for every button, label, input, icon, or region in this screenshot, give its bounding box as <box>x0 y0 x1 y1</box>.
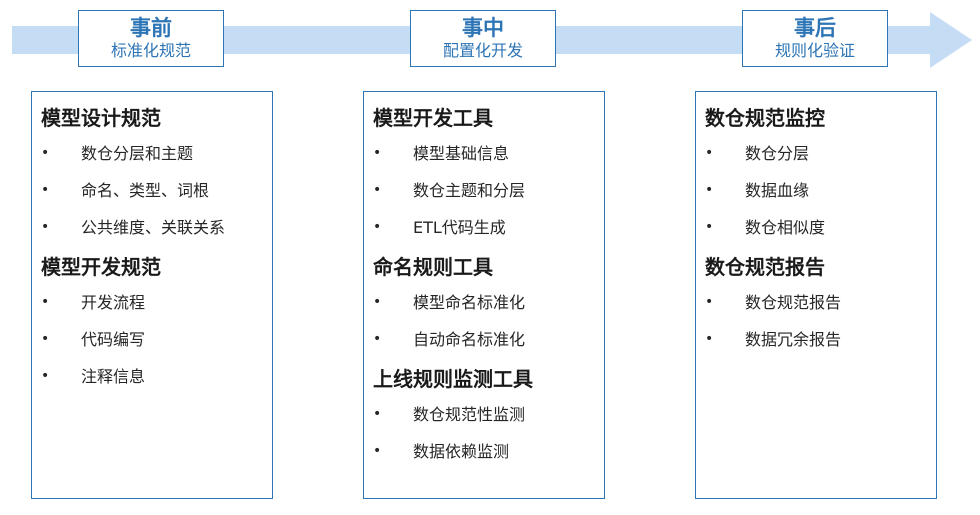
phase-title: 事后 <box>794 16 836 40</box>
item-text: 公共维度、关联关系 <box>81 218 226 237</box>
bullet-icon: • <box>373 145 382 161</box>
item-text: 开发流程 <box>81 293 146 312</box>
phase-before: 事前 标准化规范 <box>78 10 224 67</box>
bullet-icon: • <box>373 331 382 347</box>
list-item: • 公共维度、关联关系 <box>41 209 272 246</box>
section-model-dev-spec: 模型开发规范 • 开发流程 • 代码编写 • 注释信息 <box>41 250 272 395</box>
item-list: • 数仓分层 • 数据血缘 • 数仓相似度 <box>705 135 936 246</box>
bullet-icon: • <box>373 182 382 198</box>
item-text: 数仓相似度 <box>745 218 826 237</box>
item-text: 代码编写 <box>81 330 146 349</box>
item-text: 注释信息 <box>81 367 146 386</box>
list-item: • 命名、类型、词根 <box>41 172 272 209</box>
bullet-icon: • <box>41 145 50 161</box>
section-model-dev-tool: 模型开发工具 • 模型基础信息 • 数仓主题和分层 • ETL代码生成 <box>373 101 604 246</box>
item-list: • 数仓规范报告 • 数据冗余报告 <box>705 284 936 358</box>
item-text: 数据冗余报告 <box>745 330 842 349</box>
section-title: 命名规则工具 <box>373 255 493 279</box>
bullet-icon: • <box>41 182 50 198</box>
section-naming-rule-tool: 命名规则工具 • 模型命名标准化 • 自动命名标准化 <box>373 250 604 358</box>
phase-title: 事前 <box>130 16 172 40</box>
item-list: • 模型基础信息 • 数仓主题和分层 • ETL代码生成 <box>373 135 604 246</box>
list-item: • 数据血缘 <box>705 172 936 209</box>
item-text: 数仓分层和主题 <box>81 144 194 163</box>
list-item: • 代码编写 <box>41 321 272 358</box>
section-title: 模型设计规范 <box>41 106 161 130</box>
item-text: 命名、类型、词根 <box>81 181 210 200</box>
item-text: 数仓主题和分层 <box>413 181 526 200</box>
item-text: 数仓规范报告 <box>745 293 842 312</box>
item-text: ETL代码生成 <box>413 218 506 237</box>
card-standardization: 模型设计规范 • 数仓分层和主题 • 命名、类型、词根 • 公共维度、关联关系 模型开… <box>31 91 273 499</box>
phase-during: 事中 配置化开发 <box>410 10 556 67</box>
item-list: • 模型命名标准化 • 自动命名标准化 <box>373 284 604 358</box>
bullet-icon: • <box>373 443 382 459</box>
bullet-icon: • <box>41 294 50 310</box>
list-item: • 模型命名标准化 <box>373 284 604 321</box>
bullet-icon: • <box>373 219 382 235</box>
list-item: • 数仓规范报告 <box>705 284 936 321</box>
section-title: 数仓规范报告 <box>705 255 825 279</box>
list-item: • 模型基础信息 <box>373 135 604 172</box>
section-release-monitor-tool: 上线规则监测工具 • 数仓规范性监测 • 数据依赖监测 <box>373 362 604 470</box>
section-dw-spec-report: 数仓规范报告 • 数仓规范报告 • 数据冗余报告 <box>705 250 936 358</box>
section-model-design-spec: 模型设计规范 • 数仓分层和主题 • 命名、类型、词根 • 公共维度、关联关系 <box>41 101 272 246</box>
list-item: • 数仓相似度 <box>705 209 936 246</box>
section-title: 上线规则监测工具 <box>373 367 533 391</box>
list-item: • 数仓分层和主题 <box>41 135 272 172</box>
list-item: • 自动命名标准化 <box>373 321 604 358</box>
list-item: • ETL代码生成 <box>373 209 604 246</box>
bullet-icon: • <box>705 145 714 161</box>
section-title: 模型开发工具 <box>373 106 493 130</box>
item-text: 模型基础信息 <box>413 144 510 163</box>
item-list: • 数仓分层和主题 • 命名、类型、词根 • 公共维度、关联关系 <box>41 135 272 246</box>
bullet-icon: • <box>41 331 50 347</box>
card-configuration: 模型开发工具 • 模型基础信息 • 数仓主题和分层 • ETL代码生成 命名规则工具 … <box>363 91 605 499</box>
list-item: • 注释信息 <box>41 358 272 395</box>
phase-title: 事中 <box>462 16 504 40</box>
list-item: • 数据冗余报告 <box>705 321 936 358</box>
card-verification: 数仓规范监控 •数仓分层 •数据血缘 •数仓相似度 数仓规范报告 •数仓规范报告… <box>695 91 937 499</box>
item-list: • 数仓规范性监测 • 数据依赖监测 <box>373 396 604 470</box>
item-text: 模型命名标准化 <box>413 293 526 312</box>
bullet-icon: • <box>373 406 382 422</box>
list-item: • 数仓主题和分层 <box>373 172 604 209</box>
phase-after: 事后 规则化验证 <box>742 10 888 67</box>
bullet-icon: • <box>705 331 714 347</box>
list-item: • 数仓分层 <box>705 135 936 172</box>
list-item: • 数据依赖监测 <box>373 433 604 470</box>
list-item: • 开发流程 <box>41 284 272 321</box>
section-title: 数仓规范监控 <box>705 106 825 130</box>
item-text: 数据依赖监测 <box>413 442 510 461</box>
item-text: 数仓规范性监测 <box>413 405 526 424</box>
section-title: 模型开发规范 <box>41 255 161 279</box>
phase-subtitle: 规则化验证 <box>774 41 855 60</box>
item-text: 自动命名标准化 <box>413 330 526 349</box>
bullet-icon: • <box>41 368 50 384</box>
item-list: • 开发流程 • 代码编写 • 注释信息 <box>41 284 272 395</box>
bullet-icon: • <box>41 219 50 235</box>
bullet-icon: • <box>373 294 382 310</box>
item-text: 数仓分层 <box>745 144 810 163</box>
bullet-icon: • <box>705 219 714 235</box>
list-item: • 数仓规范性监测 <box>373 396 604 433</box>
section-dw-spec-monitor: 数仓规范监控 • 数仓分层 • 数据血缘 • 数仓相似度 <box>705 101 936 246</box>
phase-subtitle: 配置化开发 <box>442 41 523 60</box>
phase-subtitle: 标准化规范 <box>110 41 191 60</box>
bullet-icon: • <box>705 294 714 310</box>
item-text: 数据血缘 <box>745 181 810 200</box>
bullet-icon: • <box>705 182 714 198</box>
